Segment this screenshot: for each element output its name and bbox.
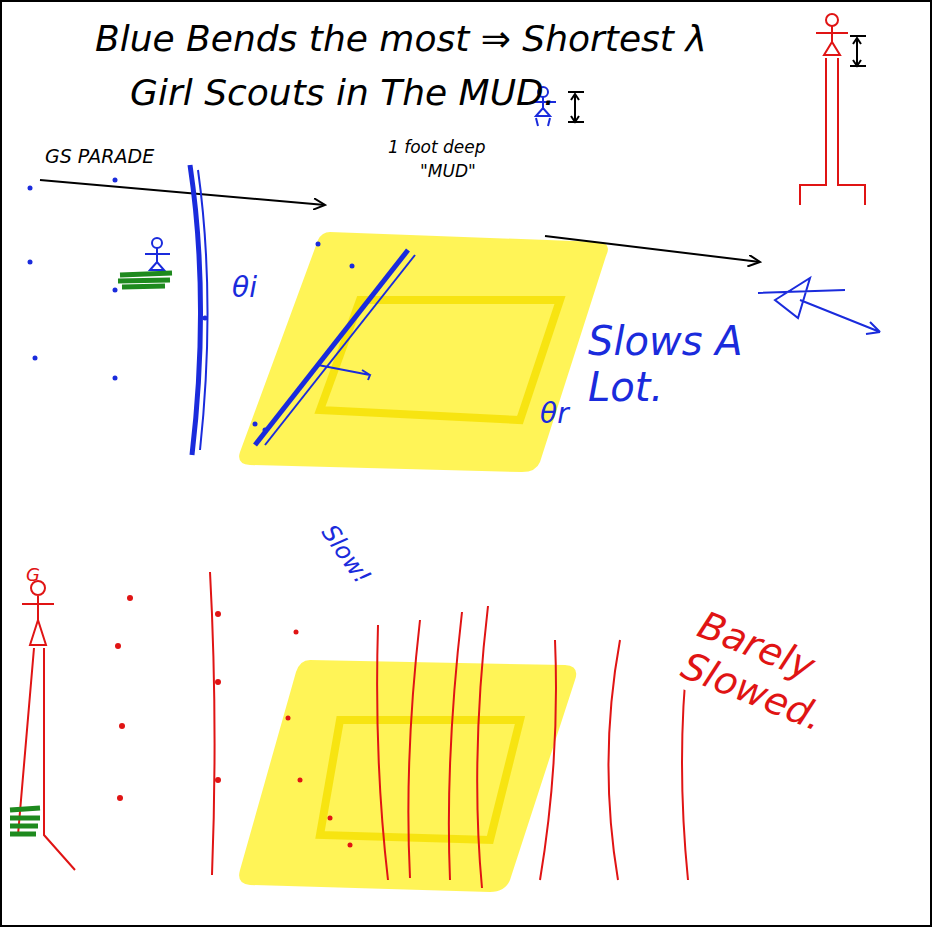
bent-direction-arrow	[758, 278, 880, 334]
height-marker	[850, 36, 866, 66]
mud-scribble	[320, 720, 520, 840]
figure-letter: G	[26, 565, 40, 586]
angle-label: θr	[540, 398, 569, 430]
height-marker	[568, 92, 584, 122]
angle-label: θi	[232, 272, 257, 304]
parade-arrow	[545, 236, 760, 262]
dots	[28, 178, 355, 433]
dots	[115, 595, 353, 848]
mud-feet	[10, 808, 40, 834]
wavefront	[255, 250, 408, 445]
mud-region	[239, 660, 576, 892]
mud-label: "MUD"	[420, 162, 476, 182]
slow-arrow	[318, 365, 370, 380]
depth-label: 1 foot deep	[388, 138, 486, 158]
slows-note: Slows A Lot.	[588, 318, 758, 410]
heading-note: Girl Scouts in The MUD.	[130, 72, 555, 113]
wavefront	[265, 255, 415, 445]
wavefront	[198, 170, 208, 450]
parade-label: GS PARADE	[45, 146, 154, 168]
slow-note: Slow!	[315, 520, 375, 590]
barely-note: Barely Slowed.	[671, 600, 875, 753]
girl-scout-figure	[800, 14, 865, 205]
wavefront	[210, 572, 688, 888]
mud-feet	[118, 273, 172, 287]
mud-region	[239, 232, 608, 472]
parade-arrow	[40, 180, 325, 205]
title-note: Blue Bends the most ⇒ Shortest λ	[95, 18, 707, 59]
wavefront	[190, 165, 201, 455]
girl-scout-figure	[145, 238, 170, 270]
